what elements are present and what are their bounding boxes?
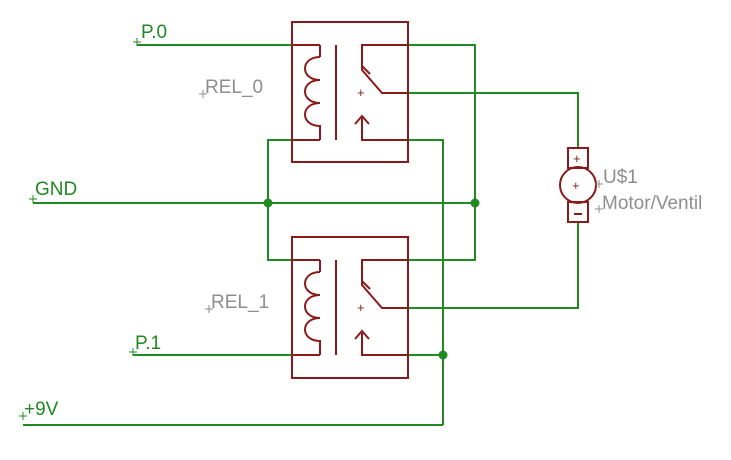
label-rel0: REL_0 [205,77,263,98]
net-label-9v: +9V [24,399,59,420]
net-label-p1: P.1 [135,333,161,354]
wires [23,44,579,426]
wire-rel-coils [267,139,292,261]
wire-motor-rel1-no [408,222,579,309]
wire-rel0-nc [408,139,444,425]
motor-u1[interactable]: + + [559,147,597,223]
net-label-p0: P.0 [141,22,167,43]
svg-text:+: + [572,178,580,193]
svg-text:+: + [573,151,581,166]
junction-9v [438,350,448,360]
svg-text:+: + [357,85,365,100]
relay-rel1[interactable]: + [291,236,409,379]
junction-gnd-left [263,198,273,208]
net-label-gnd: GND [35,179,77,200]
wire-rel0-com [408,44,476,261]
relay-rel0[interactable]: + [291,21,409,163]
label-motor-name: U$1 [603,167,638,188]
label-rel1: REL_1 [211,292,269,313]
wire-rel0-no-motor [408,92,579,148]
origin-markers [19,38,603,420]
svg-text:+: + [357,300,365,315]
junction-gnd-right [470,198,480,208]
label-motor-value: Motor/Ventil [602,193,702,214]
